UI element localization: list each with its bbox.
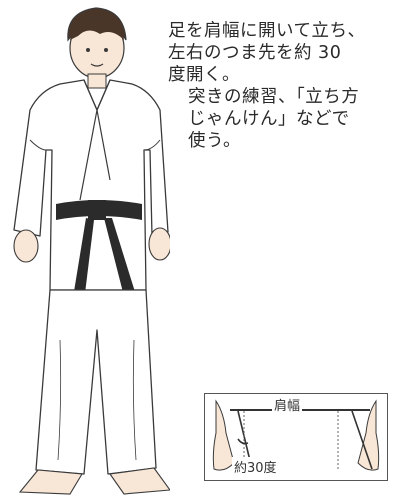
mouth [90, 63, 104, 67]
caption-line-6: 使う。 [188, 131, 241, 151]
caption-line-5: じゃんけん」などで [188, 109, 350, 129]
neck [87, 73, 107, 89]
belt-tail-right [104, 218, 140, 312]
caption-line-2: 左右のつま先を約 30 [168, 43, 342, 63]
inset-right-leg [357, 399, 380, 471]
sleeve-fold-left [29, 139, 47, 151]
gi-jacket [13, 79, 169, 291]
shoulder-width-label: 肩幅 [272, 395, 303, 414]
left-hand [13, 229, 39, 263]
caption-line-3: 度開く。 [168, 65, 240, 85]
gi-pants [35, 289, 157, 475]
inset-left-leg [212, 399, 235, 471]
karate-figure-illustration [13, 7, 170, 495]
sleeve-fold-right [143, 139, 161, 151]
left-eye [86, 48, 90, 52]
caption-line-1: 足を肩幅に開いて立ち、 [168, 21, 366, 41]
gi-lapel-right [79, 79, 111, 201]
stance-description: 足を肩幅に開いて立ち、 左右のつま先を約 30 度開く。 突きの練習、「立ち方 … [168, 20, 392, 152]
angle-arc [237, 438, 249, 445]
right-eye [104, 48, 108, 52]
angle-label: 約30度 [232, 457, 279, 476]
hair-bangs [70, 18, 124, 40]
caption-line-4: 突きの練習、「立ち方 [188, 87, 360, 107]
belt-knot [88, 200, 106, 220]
foot-position-inset: 肩幅 約30度 [204, 393, 388, 481]
pants-crease-right [132, 339, 137, 461]
inset-right-foot-angle [351, 410, 373, 470]
pants-crease [57, 339, 62, 461]
right-hand [148, 227, 170, 261]
left-foot [18, 469, 83, 495]
right-foot [109, 467, 170, 495]
